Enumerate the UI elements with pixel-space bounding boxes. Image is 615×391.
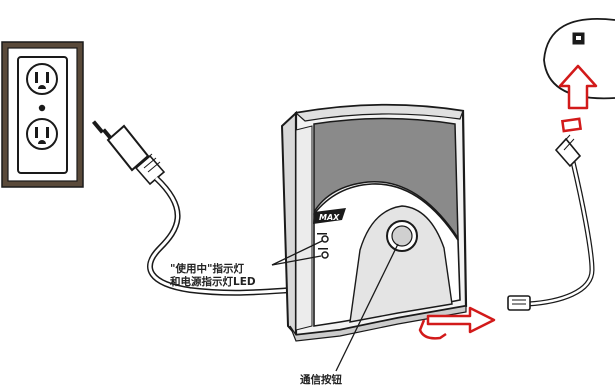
power-plug-icon (92, 120, 164, 184)
rj11-connector-icon (556, 135, 580, 166)
phone-cord (528, 162, 592, 304)
power-outlet-icon (2, 42, 83, 187)
indicator-callout-line1: "使用中"指示灯 (170, 263, 244, 275)
in-use-led (322, 236, 328, 242)
comm-button-callout: 通信按钮 (300, 374, 342, 387)
indicator-callout: "使用中"指示灯 和电源指示灯LED (170, 263, 256, 289)
caller-id-device: MAX (282, 105, 466, 341)
brand-label: MAX (319, 213, 340, 222)
indicator-callout-line2: 和电源指示灯LED (170, 276, 256, 288)
rj11-connector-icon (508, 296, 530, 310)
power-led (322, 252, 328, 258)
